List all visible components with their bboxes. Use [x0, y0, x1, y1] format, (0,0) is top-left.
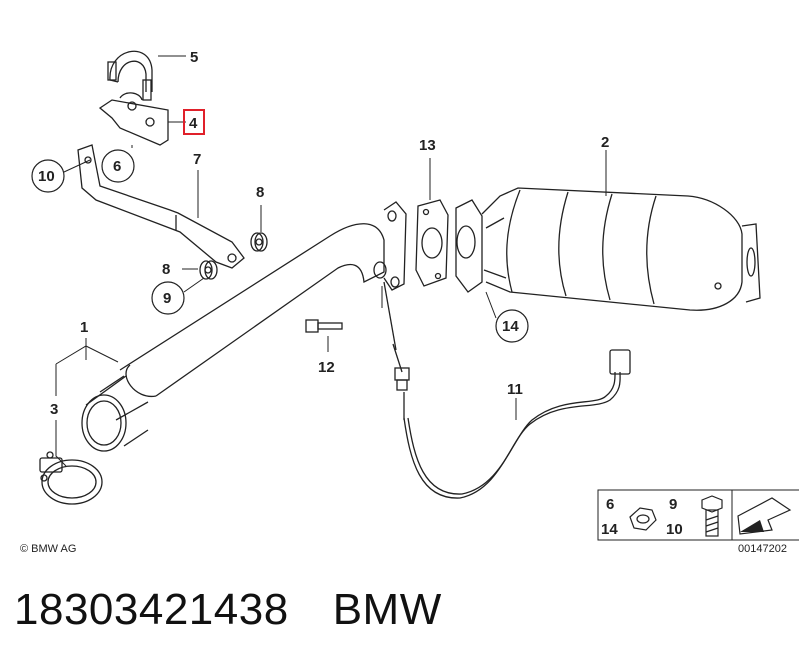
part-sensor-11 [383, 281, 631, 499]
part-hanger-7 [77, 144, 245, 269]
hardware-legend: 6 14 9 10 [597, 489, 799, 541]
label-13: 13 [419, 137, 436, 154]
label-3: 3 [50, 401, 58, 418]
label-11: 11 [507, 381, 523, 398]
label-14: 14 [502, 318, 519, 335]
label-4: 4 [189, 115, 198, 132]
label-4-highlight [183, 109, 205, 135]
part-bush-8 [250, 232, 268, 252]
part-front-pipe-1 [99, 201, 407, 421]
part-clamp-5 [107, 50, 153, 101]
legend-label-9: 9 [669, 496, 677, 513]
label-8-upper: 8 [256, 184, 264, 201]
label-7: 7 [193, 151, 201, 168]
part-bush-8-lower [199, 260, 218, 280]
part-catalytic-converter-2 [481, 187, 761, 311]
part-gasket-14 [455, 199, 483, 293]
copyright-text: © BMW AG [20, 543, 76, 555]
legend-label-6: 6 [606, 496, 614, 513]
label-5: 5 [190, 49, 198, 66]
brand-name: BMW [332, 585, 442, 634]
label-10: 10 [38, 168, 55, 185]
part-bolt-12 [305, 319, 343, 333]
legend-label-14: 14 [601, 521, 618, 538]
leader-lines [55, 55, 607, 467]
part-clamp-band [39, 451, 103, 505]
label-9: 9 [163, 290, 171, 307]
label-8-lower: 8 [162, 261, 170, 278]
label-circles [31, 149, 529, 343]
label-6: 6 [113, 158, 121, 175]
nut-icon [629, 507, 657, 531]
legend-label-10: 10 [666, 521, 683, 538]
part-sleeve-3 [81, 375, 149, 452]
part-number: 18303421438 [14, 585, 289, 634]
part-gasket-13 [415, 199, 449, 287]
label-12: 12 [318, 359, 335, 376]
label-1: 1 [80, 319, 88, 336]
direction-arrow-icon [737, 497, 792, 535]
part-caption: 18303421438 BMW [14, 585, 442, 635]
bolt-icon [701, 495, 723, 537]
part-bracket-4 [98, 92, 169, 146]
label-2: 2 [601, 134, 609, 151]
image-number: 00147202 [738, 543, 787, 555]
